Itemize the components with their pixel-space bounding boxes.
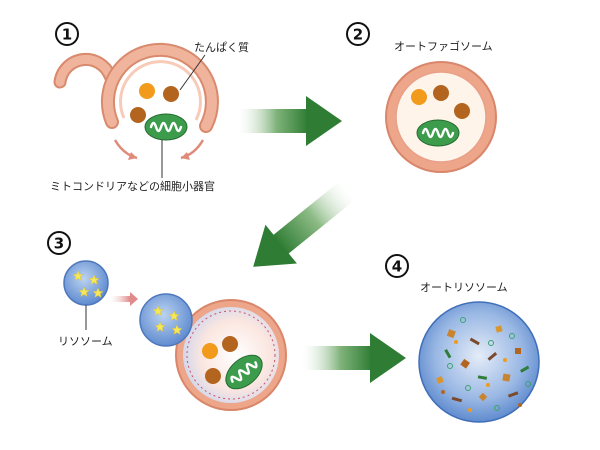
autophagosome-label: オートファゴソーム (394, 39, 493, 53)
lysosome (63, 260, 109, 306)
protein-granule (202, 343, 218, 359)
fusing-autophagosome (175, 299, 287, 411)
organelle-label: ミトコンドリアなどの細胞小器官 (50, 179, 215, 193)
svg-text:2: 2 (353, 26, 363, 44)
step-1-marker: 1 (55, 22, 79, 46)
protein-granule (139, 83, 155, 99)
autolysosome-label: オートリソソーム (420, 281, 508, 294)
protein-granule (454, 103, 470, 119)
protein-leader-line (179, 54, 206, 91)
protein-granule (222, 336, 238, 352)
lysosome-label: リソソーム (58, 335, 113, 348)
lysosome-move-arrow (110, 292, 138, 306)
step-4-marker: 4 (385, 254, 409, 278)
step-2-marker: 2 (346, 22, 370, 46)
closing-arrows (113, 139, 205, 160)
forming-membrane (101, 42, 219, 133)
svg-text:1: 1 (62, 26, 72, 44)
svg-text:3: 3 (54, 235, 64, 253)
protein-granule (205, 368, 221, 384)
mitochondria-icon (415, 118, 461, 148)
mitochondria-icon (143, 112, 189, 142)
step-1-contents (130, 83, 189, 142)
arrow-step1-to-step2 (238, 96, 342, 146)
protein-granule (163, 86, 179, 102)
degraded-fragments (436, 317, 531, 412)
arrow-step3-to-step4 (302, 333, 406, 383)
arrow-step2-to-step3 (253, 180, 356, 267)
autophagosome (385, 61, 497, 173)
autolysosome (418, 301, 540, 423)
protein-granule (433, 85, 449, 101)
protein-label: たんぱく質 (194, 40, 249, 54)
protein-granule (130, 107, 146, 123)
docking-lysosome (139, 293, 193, 347)
protein-granule (411, 89, 427, 105)
isolation-membrane-fragment (53, 52, 117, 89)
step-3-marker: 3 (47, 231, 71, 255)
svg-text:4: 4 (392, 258, 402, 276)
